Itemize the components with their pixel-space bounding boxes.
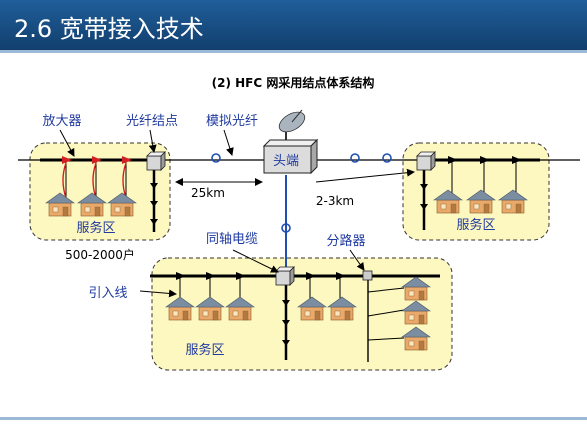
fiber-node-label: 光纤结点 [126, 114, 178, 129]
fiber-loop [281, 223, 291, 233]
service-area-left-label: 服务区 [76, 220, 115, 236]
bottom-drops [176, 272, 405, 362]
callout-splitter [349, 249, 365, 271]
fiber-loop [350, 153, 360, 163]
callout-amplifier [59, 129, 75, 157]
right-drops [420, 156, 522, 230]
distance-2-3km-label: 2-3km [316, 194, 354, 208]
headend-label: 头端 [273, 154, 299, 169]
footer-divider [0, 417, 587, 420]
fiber-node-left-icon [146, 151, 166, 171]
analog-fiber-label: 模拟光纤 [206, 114, 258, 129]
service-area-right-label: 服务区 [456, 217, 495, 233]
splitter-label: 分路器 [326, 233, 365, 249]
fiber-node-bottom-icon [275, 266, 295, 286]
callout-coax [232, 249, 279, 273]
slide-title: 2.6 宽带接入技术 [14, 15, 204, 43]
coax-cable-label: 同轴电缆 [206, 231, 258, 247]
service-area-bottom-label: 服务区 [185, 342, 224, 358]
distance-arrow-2-3km [315, 168, 415, 183]
amplifier-markers [62, 156, 132, 164]
headend [262, 109, 319, 175]
callout-fiber-node [148, 129, 157, 153]
drop-cable-label: 引入线 [88, 286, 127, 301]
callout-analog-fiber [223, 129, 234, 156]
diagram-title: (2) HFC 网采用结点体系结构 [212, 75, 375, 90]
fiber-loop [211, 153, 221, 163]
amplifier-label: 放大器 [42, 114, 81, 129]
title-divider [0, 50, 587, 53]
title-bar: 2.6 宽带接入技术 [0, 0, 587, 50]
fiber-node-right-icon [416, 151, 436, 171]
splitter-icon [362, 270, 373, 281]
service-area-right [402, 142, 550, 241]
fiber-loop [382, 153, 392, 163]
households-label: 500-2000户 [65, 247, 135, 262]
callout-drop [139, 289, 177, 298]
distance-25km-label: 25km [191, 186, 225, 200]
